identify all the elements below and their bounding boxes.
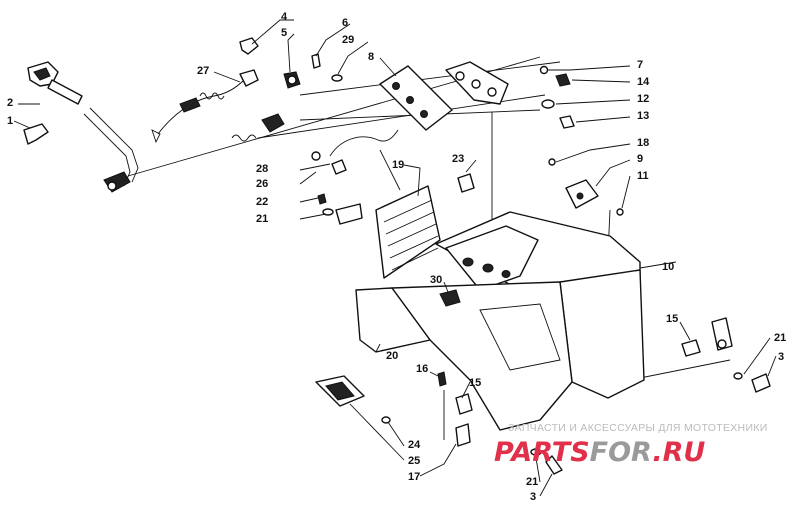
callout-11: 11 [637,170,649,182]
callout-3-bottom: 3 [530,491,536,503]
part-throttle-lever [23,61,139,193]
part-switch-4-5 [239,37,301,89]
callout-1: 1 [7,115,13,127]
callout-17: 17 [408,471,420,483]
callout-22: 22 [256,196,268,208]
callout-2: 2 [7,97,13,109]
callout-27: 27 [197,65,209,77]
callout-28: 28 [256,163,268,175]
callout-21-right: 21 [774,332,786,344]
callout-13: 13 [637,110,649,122]
callout-6: 6 [342,17,348,29]
part-console-housing-10 [355,211,645,431]
part-gauge-mount-9 [548,158,624,216]
callout-10: 10 [662,261,674,273]
part-bolts-3 [530,372,771,475]
callout-24: 24 [408,439,421,451]
part-cable-27 [151,69,259,144]
callout-15-right: 15 [666,313,678,325]
callout-21-bottom: 21 [526,476,538,488]
callout-16: 16 [416,363,428,375]
callout-26: 26 [256,178,268,190]
part-clips-16-17 [437,371,473,447]
callout-18: 18 [637,137,649,149]
callout-25: 25 [408,455,420,467]
callout-14: 14 [637,76,650,88]
callout-15-lower: 15 [469,377,481,389]
part-clip-15-right [681,317,733,357]
part-clip-23 [457,173,475,193]
watermark-logo-parts: PARTS [494,437,590,468]
callout-8: 8 [368,51,374,63]
callout-3-right: 3 [778,351,784,363]
part-screw-6 [311,53,343,82]
part-bracket [445,61,575,129]
watermark: ЗАПЧАСТИ И АКСЕССУАРЫ ДЛЯ МОТОТЕХНИКИ PA… [494,422,768,468]
part-lens-24-25 [315,375,391,424]
callout-23: 23 [452,153,464,165]
part-screws-22 [317,193,363,225]
callout-29: 29 [342,34,354,46]
callout-9: 9 [637,153,643,165]
callout-5: 5 [281,27,287,39]
callout-labels: 1 2 27 4 5 6 29 8 7 14 12 13 18 9 11 28 … [7,11,786,503]
watermark-logo-ru: .RU [652,437,705,468]
callout-20: 20 [386,350,398,362]
watermark-logo-for: FOR [590,437,653,468]
callout-30: 30 [430,274,442,286]
part-gauge-plate-8 [379,65,453,131]
callout-leaders [13,19,777,497]
watermark-tagline: ЗАПЧАСТИ И АКСЕССУАРЫ ДЛЯ МОТОТЕХНИКИ [508,422,768,434]
callout-19: 19 [392,159,404,171]
callout-21-left: 21 [256,213,268,225]
watermark-logo: PARTSFOR.RU [494,437,705,468]
callout-12: 12 [637,93,649,105]
part-harness-26 [231,113,399,175]
part-vent-louver-19 [375,185,441,279]
callout-4: 4 [281,11,288,23]
callout-7: 7 [637,59,643,71]
